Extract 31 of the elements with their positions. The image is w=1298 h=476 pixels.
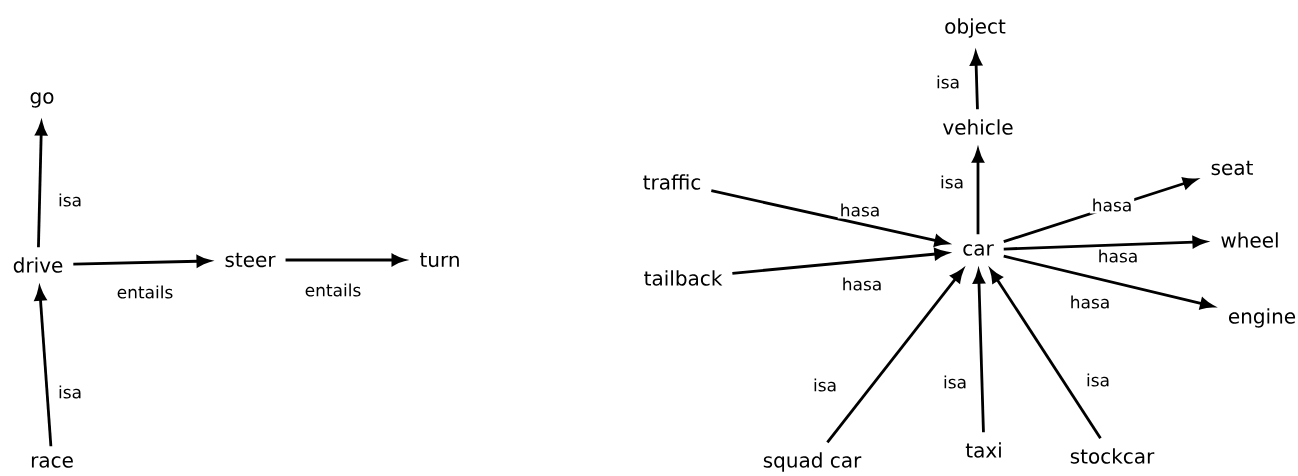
concept-label: traffic [643, 174, 701, 190]
concept-label: tailback [644, 270, 723, 286]
arrow [285, 254, 406, 266]
concept-label: stockcar [1070, 448, 1155, 464]
concept-label: squad car [763, 452, 862, 472]
arrow [711, 189, 949, 247]
concept-label: race [31, 456, 73, 468]
concept-label: turn [420, 252, 459, 268]
edge-label: isa [938, 173, 966, 191]
concept-label: taxi [965, 442, 1001, 458]
concept-label: wheel [1221, 232, 1278, 248]
arrow [972, 148, 984, 235]
edge-label: entails [114, 283, 176, 301]
concept-label: seat [1211, 160, 1253, 176]
concept-label: go [30, 92, 54, 108]
concept-label: engine [1229, 308, 1296, 328]
concept-label: vehicle [943, 119, 1013, 135]
concept-label: drive [13, 257, 63, 273]
edge-label: isa [56, 383, 84, 401]
arrow [826, 268, 964, 444]
concept-label: car [963, 244, 994, 256]
edge-label: isa [811, 376, 839, 394]
edge-label: hasa [1095, 247, 1141, 265]
edge-label: isa [56, 191, 84, 209]
edge-label: isa [941, 373, 969, 391]
edge-label: hasa [839, 275, 885, 293]
concept-label: steer [225, 252, 276, 268]
edge-label: entails [302, 281, 364, 299]
concept-label: object [945, 18, 1006, 38]
edge-label: hasa [837, 201, 883, 219]
edge-label: isa [934, 73, 962, 91]
